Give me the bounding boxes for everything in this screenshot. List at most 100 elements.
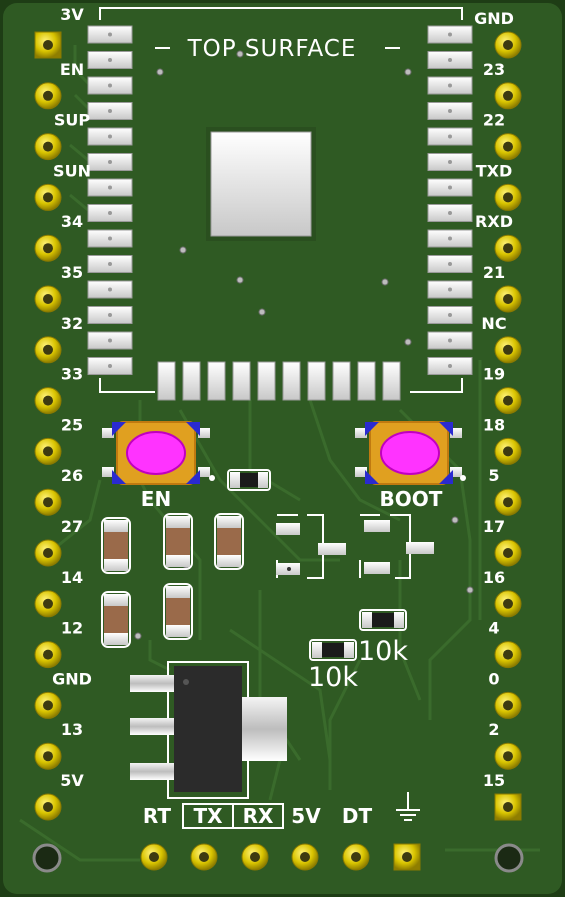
header-pin	[494, 590, 522, 618]
right-pin-label: 21	[483, 263, 505, 282]
left-pin-label: 32	[61, 314, 83, 333]
module-pad	[182, 361, 201, 401]
header-pin	[34, 590, 62, 618]
header-pin	[34, 437, 62, 465]
left-pin-label: 35	[61, 263, 83, 282]
capacitor	[101, 591, 131, 648]
header-pin	[34, 539, 62, 567]
mounting-hole-left	[32, 843, 62, 873]
left-pin-label: EN	[60, 60, 84, 79]
resistor-10k-a	[359, 609, 407, 631]
header-pin	[34, 793, 62, 821]
header-pin	[494, 742, 522, 770]
transistor-q1-pad	[276, 523, 300, 535]
left-pin-label: 14	[61, 568, 83, 587]
module-outline	[99, 7, 463, 393]
board-substrate	[3, 3, 562, 894]
left-pin-label: 33	[61, 365, 83, 384]
header-pin	[241, 843, 269, 871]
header-pin	[494, 437, 522, 465]
right-pin-label: TXD	[476, 161, 513, 180]
header-pin	[34, 742, 62, 770]
resistor-smd-en	[227, 469, 271, 491]
en-button-label: EN	[141, 487, 171, 511]
bottom-pin-label: TX	[193, 804, 223, 828]
right-pin-label: 17	[483, 517, 505, 536]
module-pad	[357, 361, 376, 401]
header-pin	[34, 183, 62, 211]
en-button[interactable]	[102, 421, 210, 485]
right-pin-label: 23	[483, 60, 505, 79]
module-pad	[307, 361, 326, 401]
header-pin	[494, 793, 522, 821]
header-pin	[190, 843, 218, 871]
header-pin	[494, 488, 522, 516]
bottom-pin-label: DT	[342, 804, 373, 828]
module-pad	[332, 361, 351, 401]
right-pin-label: 19	[483, 365, 505, 384]
capacitor	[163, 513, 193, 570]
left-pin-label: 25	[61, 415, 83, 434]
bottom-pin-label: RX	[243, 804, 274, 828]
right-pin-label: 5	[488, 466, 499, 485]
right-pin-label: 0	[488, 669, 499, 688]
left-pin-label: 27	[61, 517, 83, 536]
header-pin	[34, 133, 62, 161]
header-pin	[34, 387, 62, 415]
header-pin	[34, 488, 62, 516]
right-pin-label: 4	[488, 619, 499, 638]
right-pin-label: 16	[483, 568, 505, 587]
module-pad	[282, 361, 301, 401]
ground-icon	[396, 792, 420, 821]
rx-box	[232, 803, 284, 829]
header-pin	[494, 234, 522, 262]
right-pin-label: GND	[474, 9, 514, 28]
header-right-holes	[494, 31, 522, 821]
module-pad	[232, 361, 251, 401]
header-pin	[342, 843, 370, 871]
module-pad	[157, 361, 176, 401]
header-pin	[494, 539, 522, 567]
resistor-10k-b-label: 10k	[308, 662, 358, 693]
header-pin	[140, 843, 168, 871]
header-pin	[494, 336, 522, 364]
capacitor	[163, 583, 193, 640]
header-pin	[494, 691, 522, 719]
voltage-regulator	[130, 661, 287, 799]
header-pin	[34, 82, 62, 110]
header-pin	[34, 641, 62, 669]
right-pin-label: RXD	[475, 212, 513, 231]
left-pin-label: 5V	[60, 771, 84, 790]
resistor-10k-b	[309, 639, 357, 661]
left-pin-label: 13	[61, 720, 83, 739]
header-pin	[34, 234, 62, 262]
capacitor	[214, 513, 244, 570]
header-pin	[494, 82, 522, 110]
left-pin-label: 3V	[60, 5, 84, 24]
transistor-q1-pad	[318, 543, 346, 555]
bottom-pin-label: RT	[143, 804, 172, 828]
header-left-holes	[34, 31, 62, 821]
boot-button-label: BOOT	[380, 487, 443, 511]
header-pin	[494, 133, 522, 161]
capacitor	[101, 517, 131, 574]
left-pin-label: 26	[61, 466, 83, 485]
resistor-10k-a-label: 10k	[358, 636, 408, 667]
header-pin	[291, 843, 319, 871]
left-pin-label: 12	[61, 619, 83, 638]
transistor-q2-pad	[364, 562, 390, 574]
left-pin-label: SUP	[54, 111, 91, 130]
right-pin-label: NC	[481, 314, 506, 333]
transistor-q2-pad	[364, 520, 390, 532]
header-pin	[494, 31, 522, 59]
boot-button[interactable]	[355, 421, 462, 485]
header-pin	[494, 285, 522, 313]
mounting-hole-right	[494, 843, 524, 873]
left-pin-label: SUN	[53, 161, 91, 180]
header-pin	[34, 336, 62, 364]
capacitors	[101, 513, 244, 648]
